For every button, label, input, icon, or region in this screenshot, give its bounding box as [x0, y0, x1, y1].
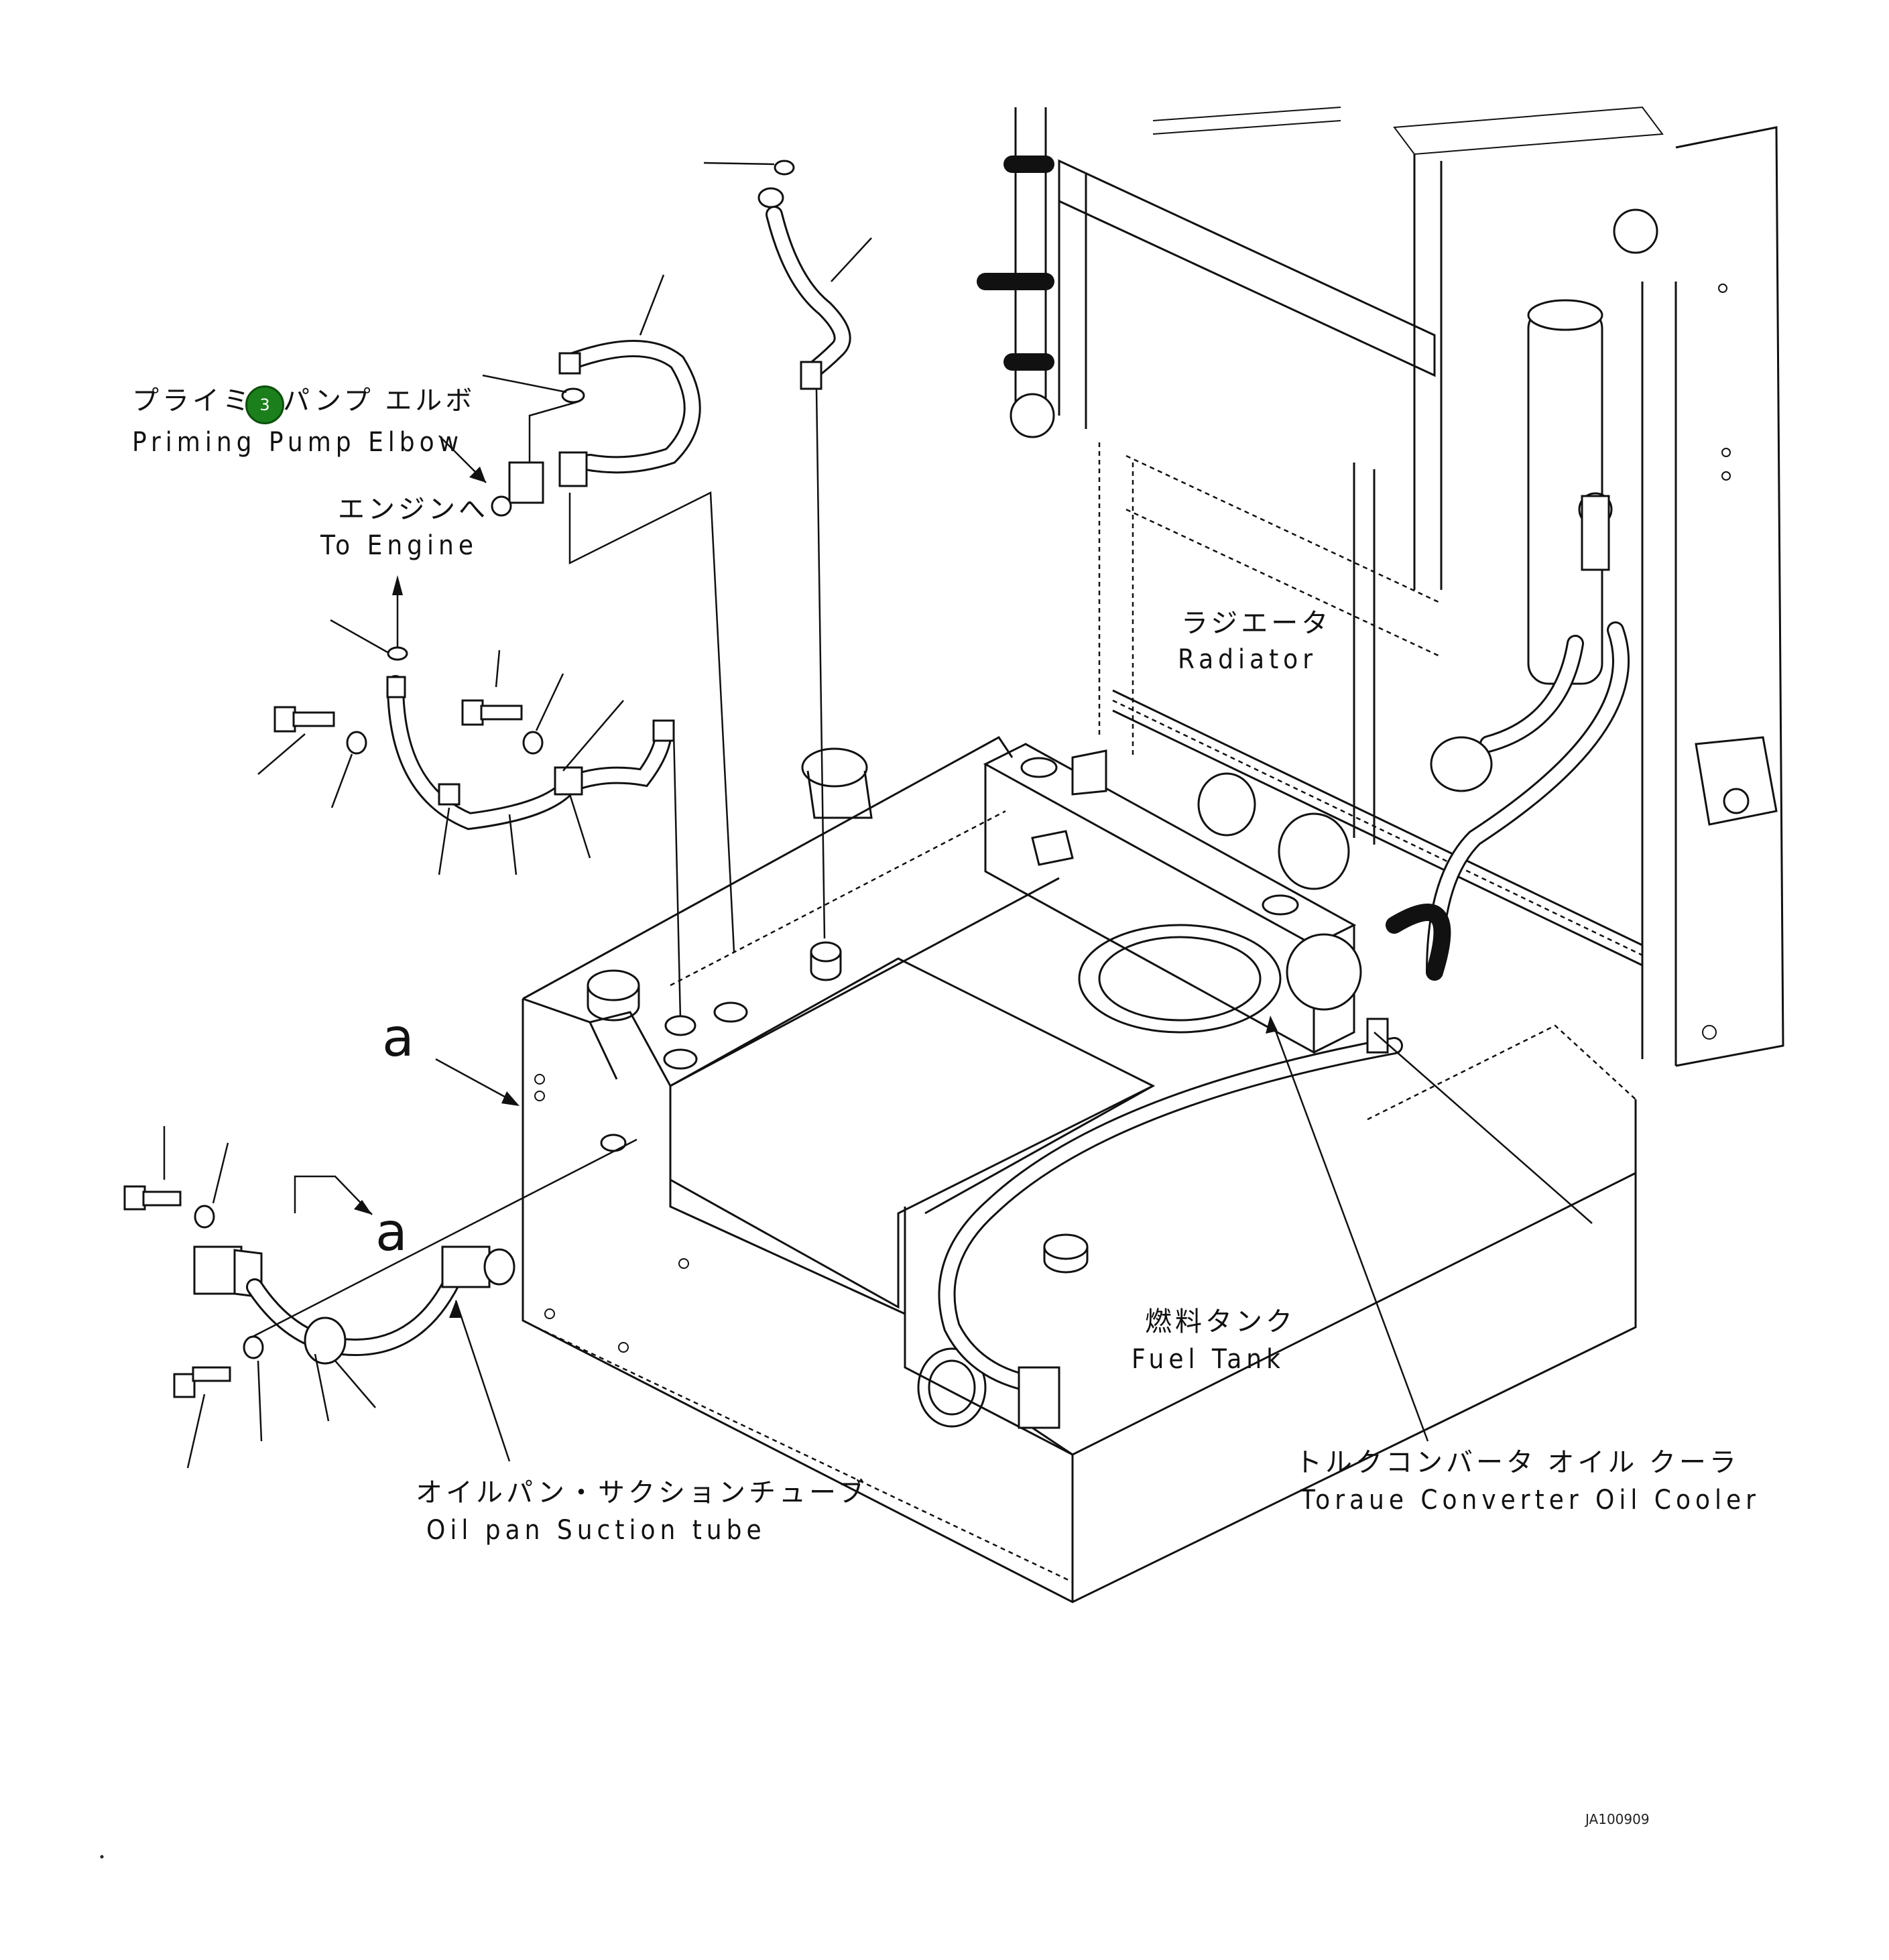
fuel-return-hose	[703, 160, 872, 939]
oil-cooler-assembly	[983, 743, 1451, 1054]
view-marker-top: a	[382, 1008, 414, 1068]
fuel-tank-label-en: Fuel Tank	[1132, 1344, 1285, 1375]
torque-converter-label-en: Toraue Converter Oil Cooler	[1300, 1485, 1760, 1516]
fuel-tank-label-jp: 燃料タンク	[1145, 1306, 1296, 1337]
oil-pan-label-jp: オイルパン・サクションチューブ	[416, 1477, 868, 1508]
torque-converter-label-jp: トルクコンバータ オイル クーラ	[1295, 1447, 1740, 1478]
engine-hose-set	[257, 575, 696, 1036]
fuel-tank	[522, 736, 1637, 1603]
oil-pan-label-en: Oil pan Suction tube	[426, 1515, 766, 1546]
to-engine-label-jp: エンジンへ	[338, 494, 489, 525]
callout-marker[interactable]: 3	[245, 385, 284, 424]
drawing-code: JA100909	[1585, 1811, 1650, 1827]
radiator-label-en: Radiator	[1178, 644, 1317, 675]
oil-pan-suction-tube	[123, 1126, 637, 1469]
priming-pump-elbow-label-en: Priming Pump Elbow	[132, 427, 464, 458]
radiator-label-jp: ラジエータ	[1181, 608, 1332, 639]
priming-pump-hose	[438, 274, 735, 953]
view-marker-bottom: a	[375, 1203, 408, 1263]
leader-lines	[435, 1016, 1593, 1442]
to-engine-label-en: To Engine	[320, 530, 478, 561]
priming-pump-elbow-label-jp: プライミンパンプ エルボ	[132, 385, 476, 416]
radiator-assembly	[977, 106, 1784, 1067]
